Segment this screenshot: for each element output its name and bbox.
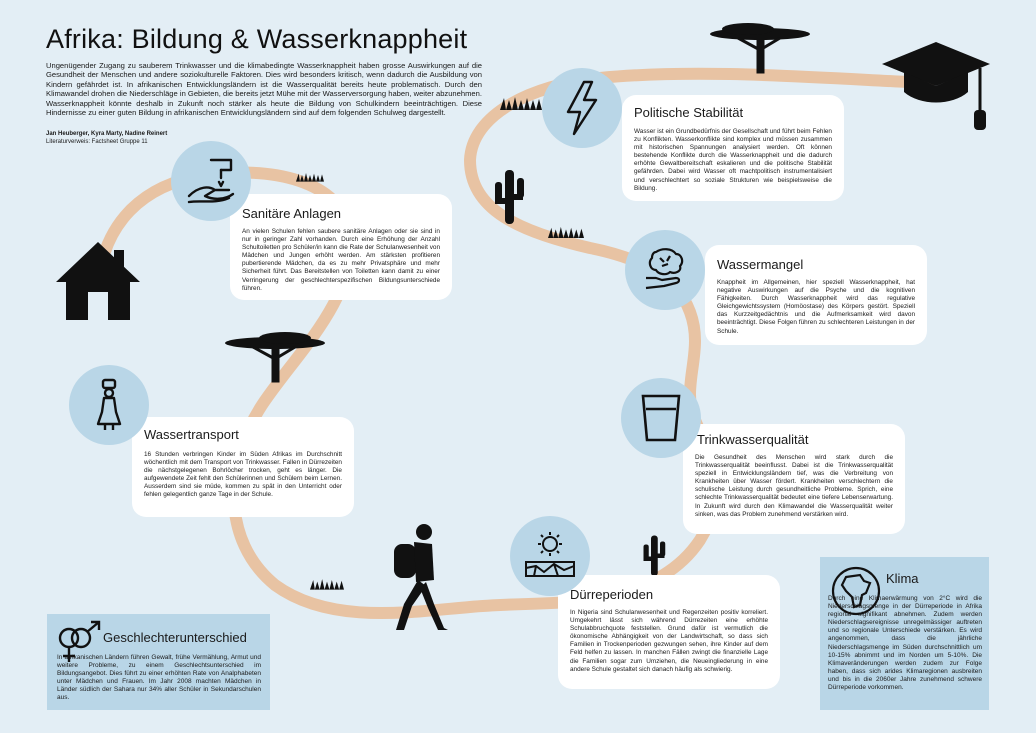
card-text: In Nigeria sind Schulanwesenheit und Reg… bbox=[570, 609, 768, 673]
box-title: Klima bbox=[886, 571, 919, 586]
card-text: Wasser ist ein Grundbedürfnis der Gesell… bbox=[634, 128, 832, 192]
page-title: Afrika: Bildung & Wasserknappheit bbox=[46, 24, 468, 54]
intro-text: Ungenügender Zugang zu sauberem Trinkwas… bbox=[46, 61, 482, 118]
box-text: Durch eine Klimaerwärmung von 2°C wird d… bbox=[828, 595, 982, 692]
box-text: In afrikanischen Ländern führen Gewalt, … bbox=[57, 654, 261, 702]
hand-washing-icon bbox=[171, 141, 251, 221]
card-text: An vielen Schulen fehlen saubere sanitär… bbox=[242, 228, 440, 292]
hiker-student-icon bbox=[394, 524, 448, 630]
water-glass-icon bbox=[621, 378, 701, 458]
card-title: Wassertransport bbox=[144, 427, 239, 442]
brain-hand-icon bbox=[625, 230, 705, 310]
box-klima: Klima Durch eine Klimaerwärmung von 2°C … bbox=[820, 557, 989, 710]
card-text: 16 Stunden verbringen Kinder im Süden Af… bbox=[144, 451, 342, 499]
box-gender: Geschlechterunterschied In afrikanischen… bbox=[47, 614, 270, 710]
acacia-tree-icon bbox=[710, 23, 810, 74]
cactus-icon bbox=[495, 170, 524, 224]
gender-symbol-icon bbox=[58, 620, 101, 662]
sun-cracked-soil-icon bbox=[510, 516, 590, 596]
card-wassermangel: Wassermangel Knappheit im Allgemeinen, h… bbox=[705, 245, 927, 345]
graduation-cap-icon bbox=[882, 42, 990, 130]
cactus-icon bbox=[643, 535, 666, 576]
grass-icon bbox=[296, 173, 324, 182]
card-sanitaer: Sanitäre Anlagen An vielen Schulen fehle… bbox=[230, 194, 452, 300]
card-transport: Wassertransport 16 Stunden verbringen Ki… bbox=[132, 417, 354, 517]
grass-icon bbox=[500, 97, 542, 110]
lightning-icon bbox=[542, 68, 622, 148]
card-title: Sanitäre Anlagen bbox=[242, 206, 342, 221]
reference: Literaturverweis: Factsheet Gruppe 11 bbox=[46, 139, 148, 145]
card-duerre: Dürreperioden In Nigeria sind Schulanwes… bbox=[558, 575, 780, 689]
grass-icon bbox=[310, 579, 344, 590]
card-politik: Politische Stabilität Wasser ist ein Gru… bbox=[622, 95, 844, 201]
acacia-tree-icon bbox=[225, 332, 325, 383]
card-trinkwasser: Trinkwasserqualität Die Gesundheit des M… bbox=[683, 424, 905, 534]
africa-globe-icon bbox=[831, 566, 881, 616]
woman-carrying-water-icon bbox=[69, 365, 149, 445]
authors: Jan Heuberger, Kyra Marty, Nadine Reiner… bbox=[46, 131, 168, 137]
card-title: Wassermangel bbox=[717, 257, 804, 272]
card-title: Politische Stabilität bbox=[634, 105, 744, 120]
box-title: Geschlechterunterschied bbox=[103, 630, 247, 645]
card-text: Knappheit im Allgemeinen, hier speziell … bbox=[717, 279, 915, 335]
grass-icon bbox=[548, 226, 584, 238]
house-icon bbox=[56, 242, 140, 320]
card-title: Trinkwasserqualität bbox=[697, 432, 809, 447]
card-text: Die Gesundheit des Menschen wird stark d… bbox=[695, 454, 893, 518]
card-title: Dürreperioden bbox=[570, 587, 654, 602]
